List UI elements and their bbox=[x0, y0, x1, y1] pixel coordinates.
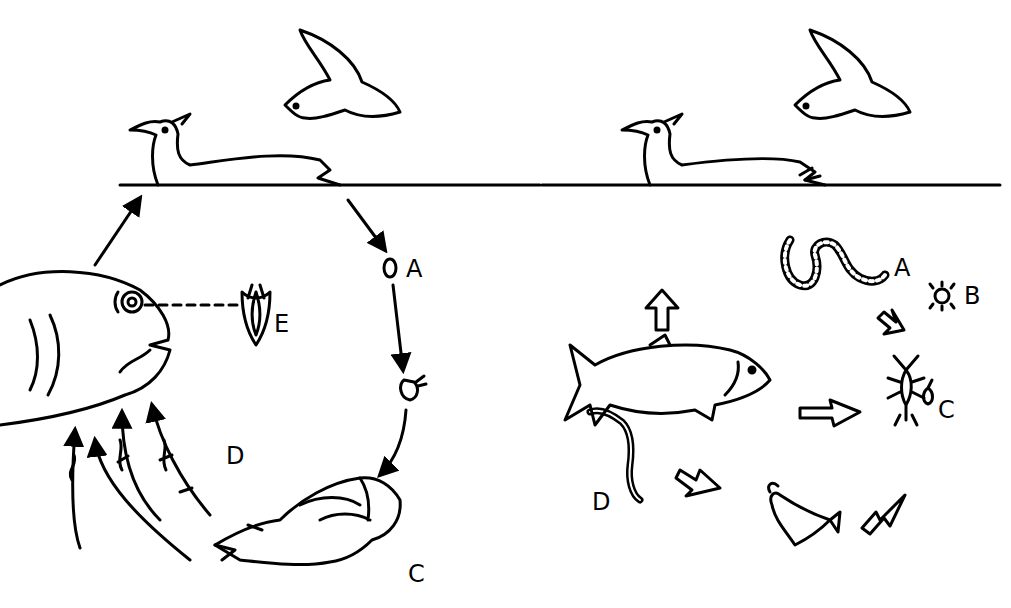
fish-eye bbox=[115, 292, 118, 312]
bird-eye bbox=[163, 128, 167, 132]
shell-whorls bbox=[300, 478, 370, 520]
callout-letter: A bbox=[892, 256, 912, 280]
bird-eye bbox=[804, 104, 808, 108]
cycle-arrow bbox=[393, 285, 403, 370]
snail-shell bbox=[215, 478, 400, 565]
cycle-arrow bbox=[380, 410, 406, 475]
flying-bird bbox=[795, 30, 910, 118]
cycle-arrow bbox=[676, 470, 720, 496]
callout-letter: C bbox=[406, 562, 427, 586]
tapeworm bbox=[785, 240, 885, 286]
callout-letter: D bbox=[590, 490, 612, 514]
callout-letter: D bbox=[224, 444, 246, 468]
flying-bird bbox=[285, 30, 400, 118]
swimming-bird bbox=[130, 121, 340, 185]
cycle-arrow bbox=[95, 198, 140, 265]
leader-line bbox=[145, 304, 238, 307]
cycle-arrow bbox=[122, 412, 160, 520]
tapeworm-segments bbox=[785, 240, 885, 286]
fish-eye bbox=[122, 292, 142, 312]
cycle-arrow bbox=[862, 495, 905, 534]
snail-tentacles bbox=[215, 525, 262, 560]
cycle-arrow bbox=[878, 310, 904, 334]
callout-letter: A bbox=[404, 257, 424, 281]
procercoid bbox=[924, 380, 933, 404]
callout-letter: B bbox=[962, 284, 982, 308]
swimming-bird bbox=[622, 121, 825, 185]
cercariae bbox=[70, 440, 192, 492]
bird-eye bbox=[655, 128, 659, 132]
miracidium bbox=[401, 376, 426, 400]
fish-eye bbox=[749, 367, 755, 373]
water-surface bbox=[542, 184, 1000, 187]
egg bbox=[935, 289, 949, 303]
fish-head bbox=[0, 272, 170, 425]
cycle-arrow bbox=[348, 200, 385, 250]
cycle-arrow bbox=[800, 400, 860, 426]
metacercaria bbox=[242, 285, 270, 345]
bird-crest bbox=[172, 114, 190, 124]
fish-gills bbox=[30, 315, 150, 395]
fish-fins bbox=[650, 335, 738, 395]
fish-eye bbox=[128, 298, 136, 306]
egg-spines bbox=[930, 282, 954, 310]
small-fish bbox=[769, 483, 778, 492]
bird-eye bbox=[294, 104, 298, 108]
cycle-arrow bbox=[73, 430, 80, 548]
water-surface bbox=[120, 184, 540, 187]
egg bbox=[384, 259, 396, 277]
callout-letter: C bbox=[936, 398, 957, 422]
fish bbox=[565, 345, 770, 425]
small-fish bbox=[771, 493, 840, 545]
cycle-arrow bbox=[646, 290, 678, 330]
copepod bbox=[888, 356, 924, 425]
callout-letter: E bbox=[272, 312, 291, 336]
bird-crest bbox=[664, 114, 820, 180]
